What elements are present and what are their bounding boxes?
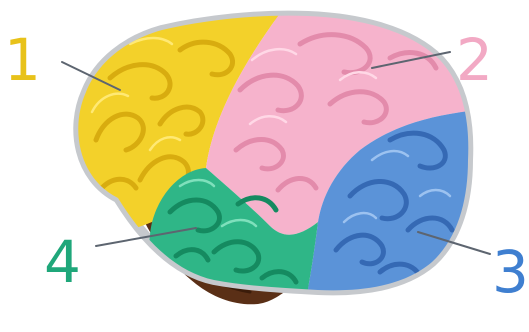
label-4: 4 [44, 228, 81, 296]
label-3: 3 [492, 238, 529, 306]
label-2: 2 [456, 26, 493, 94]
label-1: 1 [4, 26, 41, 94]
